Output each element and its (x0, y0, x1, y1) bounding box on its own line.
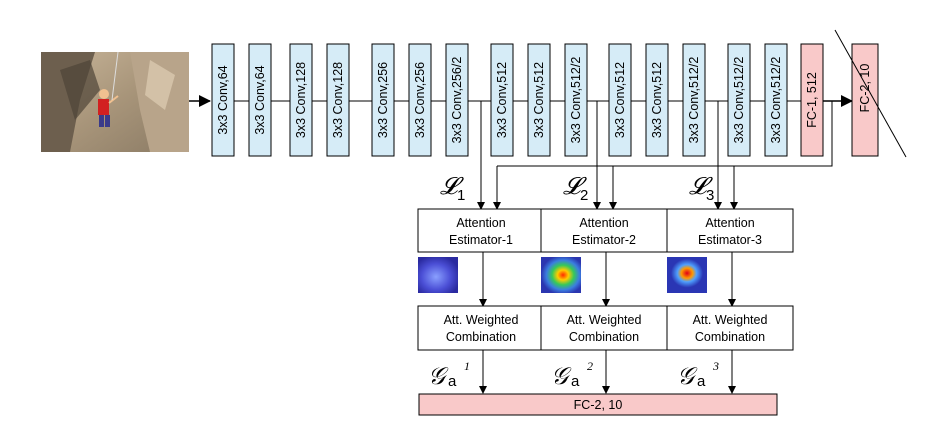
combination-label-line1: Att. Weighted (444, 313, 519, 327)
conv-block (326, 43, 350, 157)
estimator-label-line1: Attention (456, 216, 505, 230)
attention-heatmap-thumbnail (667, 257, 707, 293)
estimator-label-line1: Attention (705, 216, 754, 230)
conv-layer-14: 3x3 Conv,512/2 (727, 43, 751, 157)
fc1-label: FC-1, 512 (805, 72, 819, 128)
conv-block (764, 43, 788, 157)
combination-label-line1: Att. Weighted (693, 313, 768, 327)
conv-block (445, 43, 469, 157)
fc2-crossed-layer: FC-2, 10 (851, 43, 879, 157)
attention-heatmap-thumbnail (418, 257, 458, 293)
conv-layer-label: 3x3 Conv,128 (294, 62, 308, 138)
conv-layer-6: 3x3 Conv,256 (408, 43, 432, 157)
conv-block (564, 43, 588, 157)
conv-layer-1: 3x3 Conv,64 (211, 43, 235, 157)
conv-layer-label: 3x3 Conv,512/2 (687, 57, 701, 144)
estimator-label-line2: Estimator-3 (698, 233, 762, 247)
attention-estimator-box (540, 208, 668, 253)
combination-label-line2: Combination (569, 330, 639, 344)
conv-layer-5: 3x3 Conv,256 (371, 43, 395, 157)
conv-block (248, 43, 272, 157)
weighted-combination-box (417, 305, 545, 351)
conv-block (490, 43, 514, 157)
fc2-crossed-label: FC-2, 10 (858, 64, 872, 113)
global-descriptor-superscript: 1 (464, 359, 470, 373)
conv-layer-label: 3x3 Conv,256/2 (450, 57, 464, 144)
loss-index: 2 (580, 187, 588, 204)
conv-block (727, 43, 751, 157)
global-descriptor-superscript: 2 (587, 359, 593, 373)
conv-layer-label: 3x3 Conv,64 (253, 65, 267, 134)
conv-layer-4: 3x3 Conv,128 (326, 43, 350, 157)
global-feature-path (497, 101, 833, 167)
conv-layer-label: 3x3 Conv,256 (376, 62, 390, 138)
estimator-label-line2: Estimator-2 (572, 233, 636, 247)
global-descriptor-subscript: a (448, 373, 457, 390)
conv-block (289, 43, 313, 157)
global-descriptor-symbol: 𝒢 (551, 364, 572, 390)
conv-layer-3: 3x3 Conv,128 (289, 43, 313, 157)
conv-layer-label: 3x3 Conv,128 (331, 62, 345, 138)
attention-estimator-box (666, 208, 794, 253)
fc-block (800, 43, 824, 157)
combination-label-line2: Combination (446, 330, 516, 344)
conv-layer-11: 3x3 Conv,512 (608, 43, 632, 157)
conv-block (211, 43, 235, 157)
combination-label-line2: Combination (695, 330, 765, 344)
attention-estimator-box (417, 208, 545, 253)
conv-layer-label: 3x3 Conv,512/2 (769, 57, 783, 144)
strike-through-line (834, 29, 907, 158)
conv-block (408, 43, 432, 157)
conv-layer-8: 3x3 Conv,512 (490, 43, 514, 157)
conv-layer-label: 3x3 Conv,512 (650, 62, 664, 138)
global-descriptor-subscript: a (571, 373, 580, 390)
estimator-label-line1: Attention (579, 216, 628, 230)
conv-block (527, 43, 551, 157)
global-descriptor-symbol: 𝒢 (677, 364, 698, 390)
climber (98, 51, 119, 127)
loss-index: 1 (457, 187, 465, 204)
weighted-combination-box (666, 305, 794, 351)
combination-label-line1: Att. Weighted (567, 313, 642, 327)
global-descriptor-subscript: a (697, 373, 706, 390)
conv-layer-15: 3x3 Conv,512/2 (764, 43, 788, 157)
conv-layer-label: 3x3 Conv,256 (413, 62, 427, 138)
final-fc-block (418, 393, 778, 416)
conv-block (645, 43, 669, 157)
conv-block (682, 43, 706, 157)
conv-layer-10: 3x3 Conv,512/2 (564, 43, 588, 157)
weighted-combination-box (540, 305, 668, 351)
final-fc-label: FC-2, 10 (574, 398, 623, 412)
conv-layer-label: 3x3 Conv,512 (495, 62, 509, 138)
conv-layer-7: 3x3 Conv,256/2 (445, 43, 469, 157)
conv-layer-label: 3x3 Conv,512/2 (569, 57, 583, 144)
conv-layer-2: 3x3 Conv,64 (248, 43, 272, 157)
conv-layer-label: 3x3 Conv,512 (613, 62, 627, 138)
estimator-label-line2: Estimator-1 (449, 233, 513, 247)
conv-layer-label: 3x3 Conv,64 (216, 65, 230, 134)
final-fc-layer: FC-2, 10 (418, 393, 778, 416)
conv-block (608, 43, 632, 157)
attention-heatmap-thumbnail (541, 257, 581, 293)
conv-layer-9: 3x3 Conv,512 (527, 43, 551, 157)
conv-block (371, 43, 395, 157)
conv-layer-12: 3x3 Conv,512 (645, 43, 669, 157)
fc1-layer: FC-1, 512 (800, 43, 824, 157)
loss-index: 3 (706, 187, 714, 204)
conv-layer-label: 3x3 Conv,512/2 (732, 57, 746, 144)
global-descriptor-superscript: 3 (712, 359, 719, 373)
conv-layer-13: 3x3 Conv,512/2 (682, 43, 706, 157)
conv-layer-label: 3x3 Conv,512 (532, 62, 546, 138)
global-descriptor-symbol: 𝒢 (428, 364, 449, 390)
input-image (41, 51, 189, 152)
